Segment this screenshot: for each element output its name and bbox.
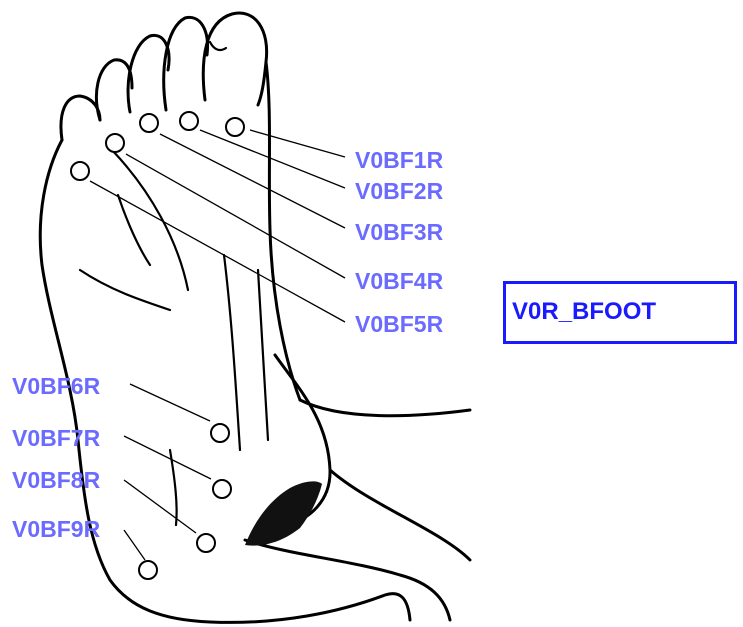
- point-label-7: V0BF7R: [12, 425, 101, 451]
- point-marker-4: [106, 134, 124, 152]
- leader-line-6: [130, 384, 210, 421]
- leader-line-5: [90, 181, 345, 322]
- point-label-9: V0BF9R: [12, 516, 101, 542]
- ankle-line: [300, 400, 470, 416]
- leader-line-1: [250, 130, 345, 157]
- point-marker-2: [180, 112, 198, 130]
- inner-edge: [266, 62, 300, 400]
- point-marker-8: [197, 534, 215, 552]
- point-marker-1: [226, 118, 244, 136]
- point-label-8: V0BF8R: [12, 467, 101, 493]
- point-label-2: V0BF2R: [355, 178, 444, 204]
- sole-crease-1: [112, 150, 188, 290]
- point-marker-3: [140, 114, 158, 132]
- point-marker-9: [139, 561, 157, 579]
- point-label-4: V0BF4R: [355, 268, 444, 294]
- leader-line-7: [124, 436, 211, 479]
- point-label-5: V0BF5R: [355, 311, 444, 337]
- leader-line-8: [124, 480, 196, 533]
- point-label-1: V0BF1R: [355, 147, 444, 173]
- region-label: V0R_BFOOT: [512, 298, 656, 326]
- tendon-line-1: [224, 255, 240, 450]
- leader-line-2: [200, 130, 345, 188]
- region-box: V0R_BFOOT: [503, 281, 737, 344]
- leader-line-9: [124, 530, 145, 560]
- heel-outline: [330, 470, 470, 560]
- sole-crease-3: [80, 270, 170, 310]
- leader-line-3: [160, 134, 345, 228]
- point-label-6: V0BF6R: [12, 373, 101, 399]
- tendon-line-2: [258, 270, 268, 440]
- little-toe: [61, 96, 100, 140]
- measurement-points: V0BF1R V0BF2R V0BF3R V0BF4R V0BF5R V0BF6R V0BF…: [12, 112, 444, 579]
- point-label-3: V0BF3R: [355, 219, 444, 245]
- big-toe: [203, 13, 266, 105]
- point-marker-6: [211, 424, 229, 442]
- toe-crease: [210, 42, 226, 50]
- point-marker-7: [213, 480, 231, 498]
- point-marker-5: [71, 162, 89, 180]
